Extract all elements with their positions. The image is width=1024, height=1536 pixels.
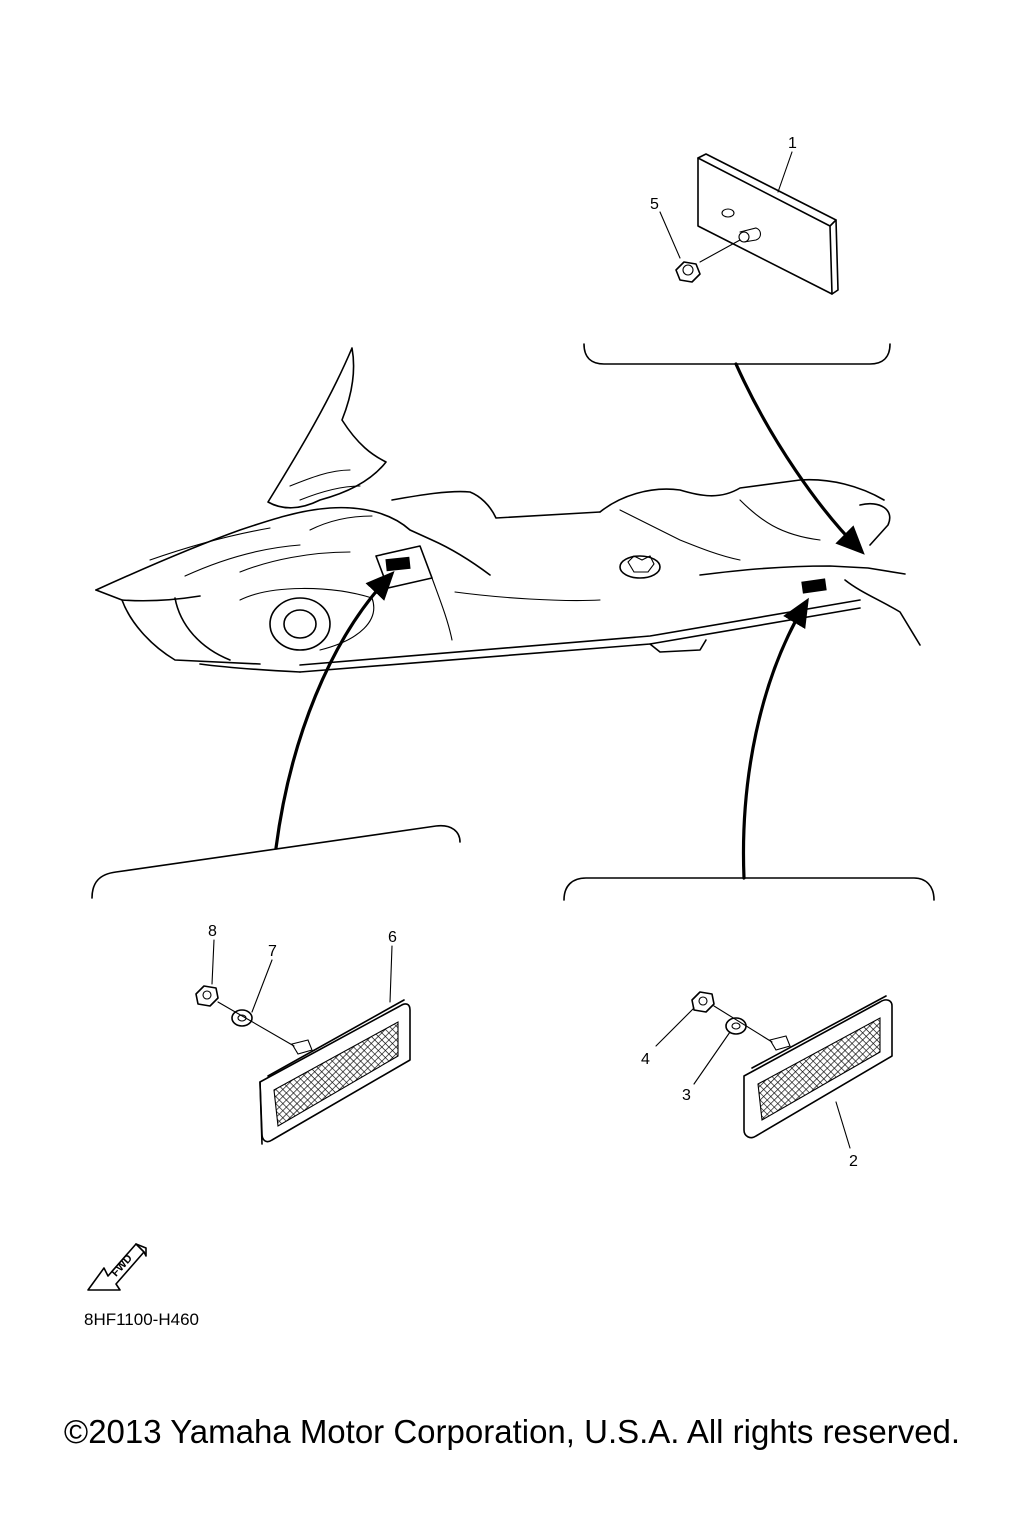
callout-3: 3 — [682, 1087, 691, 1104]
rear-reflector-location — [801, 578, 827, 594]
callout-8: 8 — [208, 923, 217, 940]
pointer-arrow-left — [274, 570, 395, 850]
callout-1: 1 — [788, 135, 797, 152]
front-reflector-location — [385, 556, 411, 572]
drawing-code: 8HF1100-H460 — [84, 1310, 199, 1329]
callout-5: 5 — [650, 196, 659, 213]
detail-group-rear-plate — [583, 151, 891, 365]
pointer-arrow-top — [734, 362, 865, 555]
detail-group-front-reflector — [91, 824, 461, 1145]
callout-4: 4 — [641, 1051, 650, 1068]
pointer-arrow-right — [741, 597, 809, 880]
callout-6: 6 — [388, 929, 397, 946]
callout-7: 7 — [268, 943, 277, 960]
detail-group-rear-reflector — [563, 877, 935, 1149]
snowmobile-illustration — [95, 347, 921, 673]
fwd-arrow-icon: FWD — [87, 1243, 147, 1291]
copyright-notice: ©2013 Yamaha Motor Corporation, U.S.A. A… — [63, 1413, 961, 1450]
callout-2: 2 — [849, 1153, 858, 1170]
